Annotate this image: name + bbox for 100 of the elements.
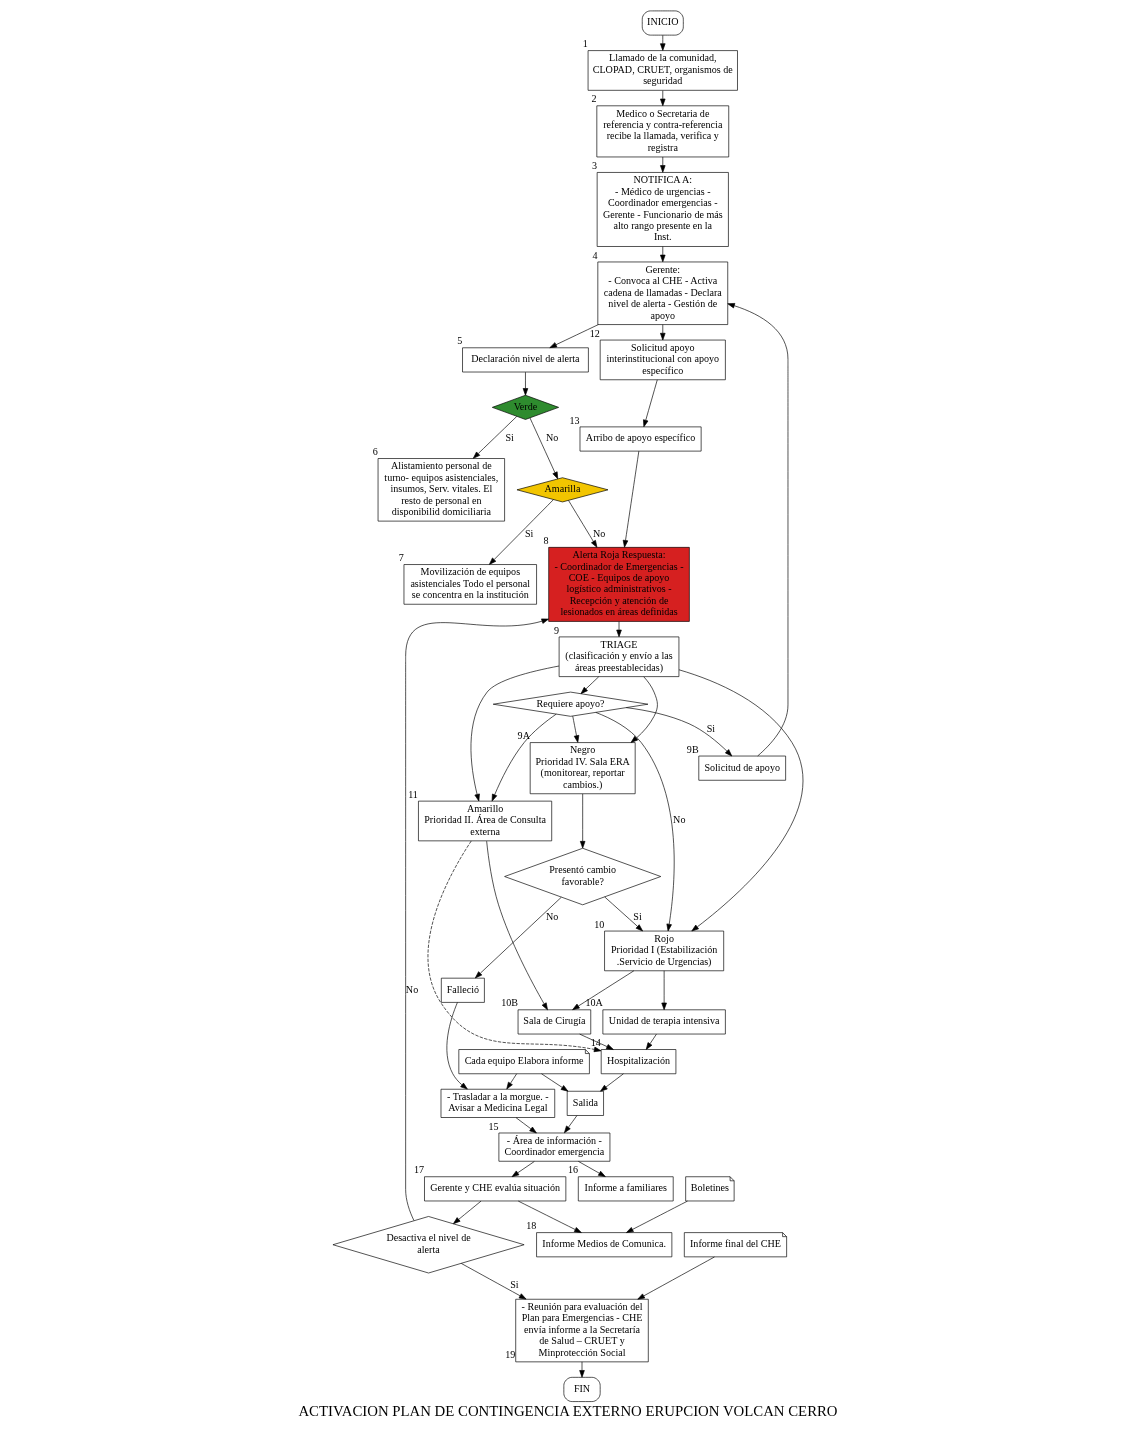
- edge-label: Si: [706, 722, 715, 734]
- arrow: [540, 1073, 568, 1092]
- node-box: Unidad de terapia intensiva: [602, 1009, 726, 1035]
- arrow: [485, 840, 548, 1011]
- node-label: 1: [582, 38, 588, 50]
- arrow: [567, 500, 597, 548]
- edge-label: Si: [509, 1279, 519, 1291]
- node-box: Solicitud apoyo interinstitucional con apoyo específico: [599, 339, 726, 381]
- node-diamond: Presentó cambio favorable?: [503, 847, 661, 906]
- arrow: [563, 1115, 577, 1134]
- node-box: Informe a familiares: [577, 1176, 674, 1202]
- node-box: Rojo Prioridad I (Estabilización .Servicio de Urgencias): [603, 930, 724, 972]
- edge-label: Si: [524, 527, 533, 539]
- node-label: 4: [592, 249, 598, 261]
- node-box: Falleció: [440, 977, 485, 1003]
- node-label: 10: [593, 918, 604, 930]
- node-label: 10B: [500, 997, 518, 1009]
- arrow: [472, 416, 517, 459]
- node-label: 2: [591, 93, 597, 105]
- arrow: [474, 896, 562, 979]
- arrow: [659, 246, 665, 263]
- node-box: - Trasladar a la morgue. - Avisar a Medicina Legal: [440, 1088, 555, 1118]
- node-box: Llamado de la comunidad, CLOPAD, CRUET, organismos de seguridad: [587, 50, 738, 91]
- node-label: 6: [372, 446, 378, 458]
- node-label: 14: [590, 1037, 601, 1049]
- node-label: 10A: [584, 997, 603, 1009]
- arrow: [645, 1033, 657, 1050]
- node-diamond: Amarilla: [516, 477, 608, 503]
- arrow: [488, 499, 554, 565]
- node-label: 11: [407, 788, 418, 800]
- arrow: [529, 417, 558, 480]
- node-box: Negro Prioridad IV. Sala ERA (monitorear, reportar cambios.): [529, 742, 635, 795]
- node-label: 17: [413, 1164, 424, 1176]
- node-box: Arribo de apoyo específico: [579, 426, 701, 452]
- arrow: [511, 1161, 535, 1177]
- node-box: TRIAGE (clasificación y envío a las áreas preestablecidas): [558, 636, 679, 677]
- arrow: [515, 1117, 537, 1134]
- edge-label: No: [545, 432, 558, 444]
- arrow: [522, 371, 528, 396]
- node-box: FIN: [563, 1377, 600, 1402]
- edge-label: No: [592, 527, 605, 539]
- arrow: [678, 669, 803, 932]
- arrow: [603, 896, 643, 932]
- node-label: 3: [591, 160, 597, 172]
- node-label: 9B: [686, 743, 699, 755]
- arrow: [615, 621, 622, 638]
- edge-label: No: [545, 911, 558, 923]
- arrow: [571, 715, 579, 743]
- arrow: [659, 156, 665, 173]
- arrow: [726, 303, 788, 757]
- node-box: Alerta Roja Respuesta: - Coordinador de Emergencias - COE - Equipos de apoyo logístico administrativos - Recepción y atención de lesionados en áreas definidas: [547, 547, 690, 622]
- arrow: [460, 1263, 526, 1300]
- arrow: [636, 1256, 715, 1300]
- node-box: Gerente: - Convoca al CHE - Activa cadena de llamadas - Declara nivel de alerta - Gestión de apoyo: [597, 261, 728, 325]
- arrow: [660, 970, 667, 1011]
- node-label: 13: [569, 414, 580, 426]
- node-box: - Reunión para evaluación del Plan para Emergencias - CHE envía informe a la Secretaría de Salud – CRUET y Minprotección Social: [514, 1298, 649, 1363]
- node-box: - Área de información - Coordinador emergencia: [498, 1132, 610, 1162]
- arrow: [659, 324, 665, 341]
- arrow: [580, 676, 599, 694]
- node-box: Amarillo Prioridad II. Área de Consulta externa: [417, 800, 552, 842]
- arrow: [625, 707, 732, 757]
- arrow: [599, 1073, 624, 1092]
- arrow: [549, 324, 599, 348]
- arrow: [595, 712, 674, 932]
- node-box: Sala de Cirugía: [517, 1009, 591, 1035]
- node-box: Informe Medios de Comunica.: [535, 1232, 672, 1258]
- arrow: [577, 1161, 606, 1177]
- edge-label: No: [405, 983, 418, 995]
- node-label: 5: [456, 335, 462, 347]
- arrow: [571, 970, 634, 1011]
- edge-label: No: [672, 814, 685, 826]
- node-label: 12: [589, 327, 600, 339]
- arrow: [491, 713, 557, 802]
- arrow: [505, 1073, 517, 1090]
- node-box: Gerente y CHE evalúa situación: [423, 1176, 566, 1202]
- node-box: INICIO: [641, 10, 684, 36]
- node-label: 7: [398, 552, 404, 564]
- node-diamond: Verde: [491, 394, 559, 420]
- diagram-title: ACTIVACION PLAN DE CONTINGENCIA EXTERNO ERUPCION VOLCAN CERRO: [297, 1403, 838, 1420]
- arrow: [446, 1002, 468, 1090]
- edge-label: Si: [632, 911, 642, 923]
- node-box: Alistamiento personal de turno- equipos asistenciales, insumos, Serv. vitales. El resto de personal en disponibilid domiciliaria: [377, 458, 505, 522]
- node-label: 19: [504, 1349, 515, 1361]
- arrow: [659, 90, 665, 107]
- node-label: 15: [487, 1120, 499, 1132]
- arrow: [470, 665, 559, 802]
- arrow: [659, 35, 665, 51]
- arrow: [517, 1200, 582, 1233]
- arrow: [630, 676, 658, 743]
- node-box: Movilización de equipos asistenciales Todo el personal se concentra en la institución: [403, 564, 537, 605]
- node-box: NOTIFICA A: - Médico de urgencias - Coordinador emergencias - Gerente - Funcionario de más alto rango presente en la Inst.: [596, 172, 729, 247]
- arrow: [622, 450, 639, 548]
- arrow: [578, 1033, 614, 1050]
- arrow: [578, 1361, 585, 1378]
- node-box: Declaración nivel de alerta: [461, 347, 589, 373]
- node-box: Hospitalización: [600, 1049, 676, 1075]
- node-box: Medico o Secretaria de referencia y contra-referencia recibe la llamada, verifica y registra: [596, 105, 729, 158]
- arrow: [642, 379, 658, 428]
- arrow: [625, 1200, 688, 1233]
